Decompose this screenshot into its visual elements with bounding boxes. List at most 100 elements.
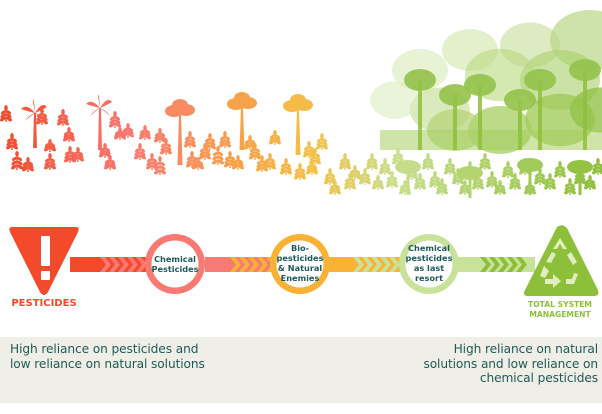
stage-label-3: Chemical pesticides as last resort (399, 243, 459, 283)
stage-label-2: Bio- pesticides & Natural Enemies (270, 243, 330, 283)
plant-icon (293, 163, 307, 180)
plant-icon (263, 153, 277, 170)
plant-icon (108, 111, 122, 128)
tree-canopy (404, 69, 436, 91)
plant-icon (315, 133, 329, 150)
end-label-line-1: TOTAL SYSTEM (528, 300, 592, 309)
chevron-arrow-icon (109, 257, 120, 272)
chevron-arrow-icon (380, 257, 391, 272)
connector-stage1-to-stage2 (205, 257, 277, 272)
chevron-arrow-icon (230, 257, 241, 272)
plant-icon (56, 109, 70, 126)
tree-canopy (439, 84, 471, 106)
caption-right: High reliance on natural solutions and l… (423, 342, 598, 385)
plant-icon (563, 178, 577, 195)
plant-icon (5, 133, 19, 150)
chevron-arrow-icon (480, 257, 491, 272)
plant-icon (133, 143, 147, 160)
chevron-arrow-icon (239, 257, 250, 272)
plant-icon (323, 168, 337, 185)
tree-trunk (418, 80, 422, 150)
tree-canopy (504, 89, 536, 111)
end-label-line-2: MANAGEMENT (529, 310, 591, 319)
plant-icon (583, 175, 597, 190)
stage-label-1-line-2: Pesticides (151, 264, 199, 274)
tree-canopy (524, 69, 556, 91)
tree-canopy (464, 74, 496, 96)
tree-trunk (538, 80, 542, 150)
plant-icon (443, 158, 457, 175)
chevron-arrows-3 (353, 257, 400, 272)
plant-icon (398, 180, 412, 195)
plant-icon (21, 157, 35, 172)
plant-icon (458, 180, 472, 195)
chevron-arrow-icon (127, 257, 138, 272)
tree-canopy (569, 59, 601, 81)
plant-icon (10, 151, 24, 170)
tree-icon (227, 92, 257, 150)
plant-icon (98, 143, 112, 158)
plant-icon (138, 125, 152, 140)
connector-start-to-stage1 (70, 257, 150, 272)
stage-label-1-line-1: Chemical (154, 254, 196, 264)
chevron-arrow-icon (100, 257, 111, 272)
plant-icon (279, 158, 293, 175)
plant-icon (0, 105, 13, 122)
plant-icon (365, 153, 379, 170)
plant-icon (328, 180, 342, 195)
recycle-icon (524, 225, 599, 296)
plant-icon (478, 153, 492, 170)
chevron-arrow-icon (516, 257, 527, 272)
chevron-arrow-icon (498, 257, 509, 272)
stage-label-3-line-2: pesticides (405, 253, 453, 263)
plant-icon (203, 133, 217, 150)
plant-icon (71, 147, 85, 162)
forest-illustration (370, 10, 602, 154)
connector-stage3-to-end (455, 257, 535, 272)
palm-tree-icon (21, 99, 47, 148)
plant-icon (421, 153, 435, 170)
tree-trunk (453, 95, 457, 150)
warning-triangle-icon (9, 227, 79, 295)
chevron-arrows-1 (100, 257, 147, 272)
plant-icon (485, 171, 499, 188)
plant-icon (385, 171, 399, 188)
plant-icon (371, 175, 385, 190)
plant-icon (543, 173, 557, 190)
stage-label-2-line-1: Bio- (290, 243, 310, 253)
plant-icon (191, 157, 205, 170)
stage-label-2-line-4: Enemies (280, 273, 320, 283)
plant-icon (35, 108, 49, 125)
plant-icon (183, 131, 197, 148)
chevron-arrows-4 (480, 257, 527, 272)
palm-tree-icon (86, 94, 112, 150)
sapling-icon (567, 160, 593, 195)
chevron-arrow-icon (389, 257, 400, 272)
plant-icon (159, 138, 173, 155)
chevron-arrow-icon (371, 257, 382, 272)
plant-icon (413, 173, 427, 190)
chevron-arrow-icon (353, 257, 364, 272)
plant-icon (121, 123, 135, 138)
plant-icon (348, 165, 362, 180)
plant-icon (508, 173, 522, 190)
caption-band: High reliance on pesticides and low reli… (0, 337, 602, 403)
stage-label-2-line-3: & Natural (277, 263, 323, 273)
plant-icon (358, 168, 372, 185)
forest-undergrowth (380, 130, 602, 150)
stage-label-3-line-4: resort (414, 273, 444, 283)
chevron-arrow-icon (489, 257, 500, 272)
end-label: TOTAL SYSTEM MANAGEMENT (515, 300, 602, 320)
plant-icon (493, 180, 507, 195)
plant-icon (211, 146, 225, 165)
plant-icon (62, 127, 76, 142)
stage-label-2-line-2: pesticides (276, 253, 324, 263)
plant-icon (308, 148, 322, 165)
stage-label-3-line-1: Chemical (408, 243, 450, 253)
sapling-icon (457, 166, 483, 198)
plant-icon (218, 131, 232, 148)
caption-left: High reliance on pesticides and low reli… (10, 342, 205, 371)
stage-circle-biopesticides (270, 234, 330, 294)
tree-icon (165, 99, 195, 165)
